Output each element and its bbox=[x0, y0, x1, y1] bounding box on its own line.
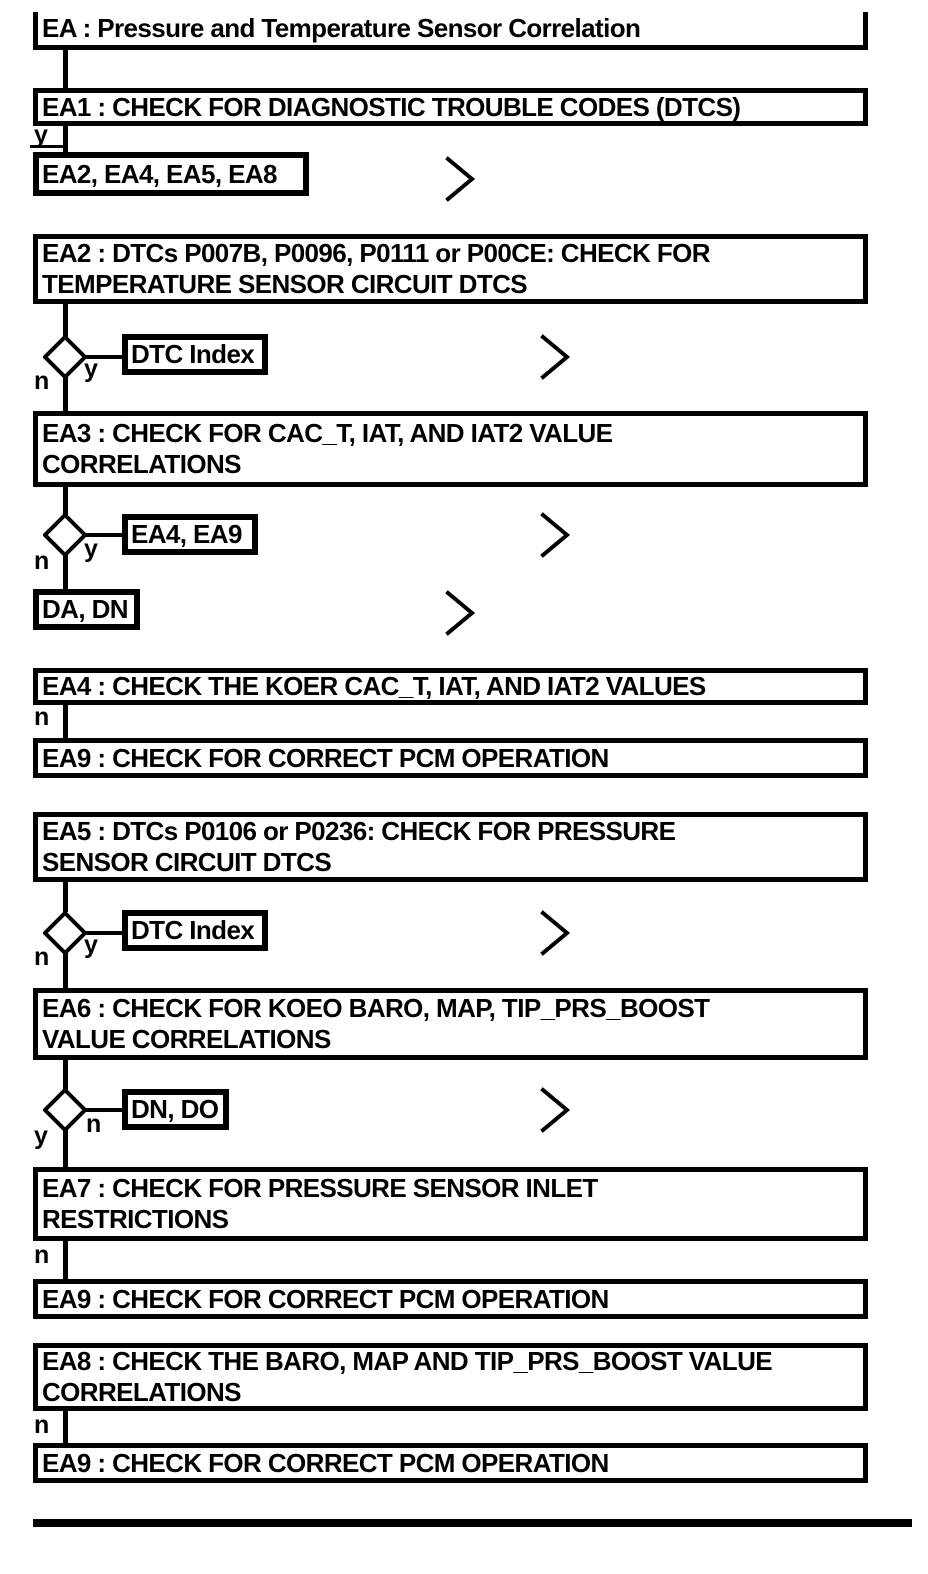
step-box-ea7: EA7 : CHECK FOR PRESSURE SENSOR INLET RE… bbox=[33, 1167, 868, 1241]
step-box-ea6: EA6 : CHECK FOR KOEO BARO, MAP, TIP_PRS_… bbox=[33, 988, 868, 1060]
branch-label-no: n bbox=[86, 1110, 102, 1138]
connector-line bbox=[85, 1108, 123, 1112]
step-box-ea2: EA2 : DTCs P007B, P0096, P0111 or P00CE:… bbox=[33, 234, 868, 304]
connector-line bbox=[85, 931, 123, 935]
branch-label-no: n bbox=[34, 943, 50, 971]
decision-diamond-1 bbox=[43, 335, 87, 379]
branch-label-yes: y bbox=[84, 931, 98, 959]
connector-line bbox=[63, 1060, 68, 1090]
step-box-ea3: EA3 : CHECK FOR CAC_T, IAT, AND IAT2 VAL… bbox=[33, 411, 868, 487]
goto-box-dtc-index-2: DTC Index bbox=[122, 910, 268, 951]
connector-line bbox=[63, 953, 68, 988]
connector-line bbox=[63, 1241, 68, 1279]
goto-box-dtc-index-1: DTC Index bbox=[122, 334, 268, 375]
connector-line bbox=[63, 487, 68, 515]
connector-line bbox=[63, 126, 68, 152]
connector-line bbox=[63, 555, 68, 589]
connector-line bbox=[63, 49, 68, 89]
step-box-ea9-1: EA9 : CHECK FOR CORRECT PCM OPERATION bbox=[33, 738, 868, 778]
connector-line bbox=[63, 377, 68, 411]
continue-chevron-icon bbox=[540, 910, 571, 956]
connector-line bbox=[63, 1411, 68, 1443]
continue-chevron-icon bbox=[540, 1087, 571, 1133]
step-box-ea9-2: EA9 : CHECK FOR CORRECT PCM OPERATION bbox=[33, 1279, 868, 1319]
branch-label-no: n bbox=[34, 1241, 50, 1269]
goto-box-ea4-ea9: EA4, EA9 bbox=[122, 514, 258, 555]
page-divider bbox=[33, 1519, 912, 1527]
connector-line bbox=[85, 355, 123, 359]
connector-line bbox=[85, 533, 123, 537]
continue-chevron-icon bbox=[445, 590, 476, 636]
connector-line bbox=[63, 882, 68, 912]
branch-tick-line bbox=[30, 145, 64, 148]
connector-line bbox=[63, 1129, 68, 1167]
decision-diamond-3 bbox=[43, 911, 87, 955]
decision-diamond-4 bbox=[43, 1088, 87, 1132]
step-box-ea5: EA5 : DTCs P0106 or P0236: CHECK FOR PRE… bbox=[33, 812, 868, 882]
connector-line bbox=[63, 304, 68, 338]
continue-chevron-icon bbox=[445, 156, 476, 202]
branch-label-no: n bbox=[34, 547, 50, 575]
pinpoint-test-title: EA : Pressure and Temperature Sensor Cor… bbox=[33, 12, 868, 50]
goto-box-da-dn: DA, DN bbox=[33, 589, 140, 630]
branch-label-yes: y bbox=[84, 535, 98, 563]
goto-box-ea2-ea4-ea5-ea8: EA2, EA4, EA5, EA8 bbox=[33, 152, 309, 196]
branch-label-yes: y bbox=[34, 1122, 48, 1150]
branch-label-no: n bbox=[34, 367, 50, 395]
branch-label-no: n bbox=[34, 1411, 50, 1439]
step-box-ea8: EA8 : CHECK THE BARO, MAP AND TIP_PRS_BO… bbox=[33, 1343, 868, 1411]
branch-label-yes: y bbox=[34, 121, 48, 149]
step-box-ea9-3: EA9 : CHECK FOR CORRECT PCM OPERATION bbox=[33, 1443, 868, 1483]
continue-chevron-icon bbox=[540, 334, 571, 380]
decision-diamond-2 bbox=[43, 513, 87, 557]
branch-label-no: n bbox=[34, 703, 50, 731]
goto-box-dn-do: DN, DO bbox=[122, 1089, 229, 1130]
step-box-ea1: EA1 : CHECK FOR DIAGNOSTIC TROUBLE CODES… bbox=[33, 88, 868, 126]
step-box-ea4: EA4 : CHECK THE KOER CAC_T, IAT, AND IAT… bbox=[33, 668, 868, 705]
continue-chevron-icon bbox=[540, 512, 571, 558]
connector-line bbox=[63, 705, 68, 738]
branch-label-yes: y bbox=[84, 355, 98, 383]
